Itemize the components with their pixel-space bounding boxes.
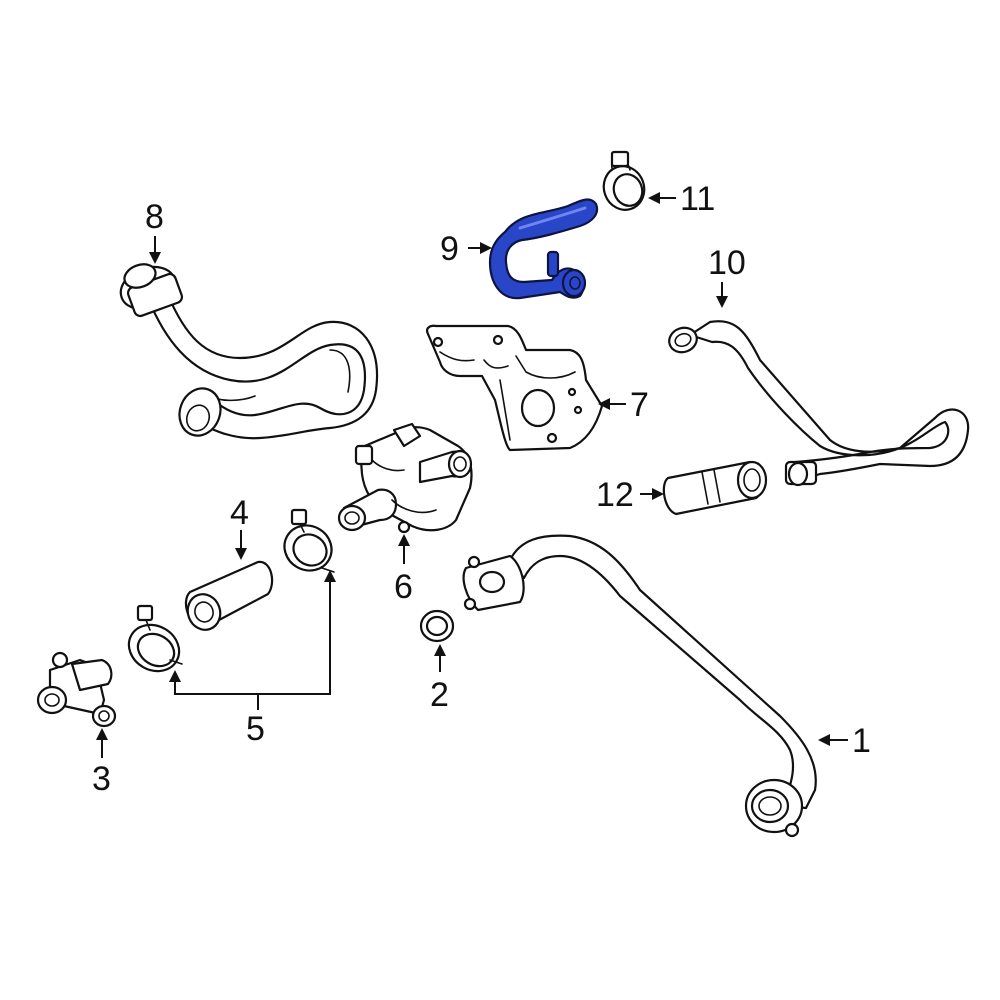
leader-2: [434, 644, 446, 672]
leader-5: [169, 570, 336, 710]
part-6-water-pump[interactable]: [337, 422, 473, 534]
part-10-coolant-pipe[interactable]: [666, 320, 970, 487]
leader-6: [398, 534, 410, 564]
part-5-clamp-b[interactable]: [276, 508, 340, 579]
part-5-clamp-a[interactable]: [120, 604, 187, 680]
callout-8: 8: [145, 198, 164, 236]
part-8-coolant-pipe[interactable]: [115, 260, 379, 442]
leader-12: [640, 488, 664, 500]
part-1-coolant-pipe[interactable]: [462, 534, 817, 838]
callout-5: 5: [246, 710, 265, 748]
callout-12: 12: [596, 476, 634, 514]
part-11-clamp[interactable]: [598, 150, 651, 216]
leader-3: [96, 728, 108, 758]
callout-1: 1: [852, 722, 871, 760]
part-2-o-ring[interactable]: [419, 609, 455, 643]
part-4-hose[interactable]: [183, 560, 274, 635]
callout-7: 7: [630, 386, 649, 424]
callout-9: 9: [440, 230, 459, 268]
leader-4: [235, 530, 247, 560]
callout-11: 11: [680, 180, 715, 218]
leader-11: [648, 192, 676, 204]
part-12-connector[interactable]: [662, 460, 768, 516]
leader-9: [468, 242, 492, 254]
callout-2: 2: [430, 676, 449, 714]
callout-3: 3: [92, 760, 111, 798]
leader-1: [818, 734, 848, 746]
leader-8: [149, 236, 161, 264]
part-9-hose[interactable]: [488, 198, 599, 300]
part-3-t-connector[interactable]: [36, 651, 117, 728]
callout-6: 6: [394, 568, 413, 606]
part-7-bracket[interactable]: [426, 324, 604, 452]
callout-10: 10: [708, 244, 746, 282]
leader-7: [598, 398, 626, 410]
callout-4: 4: [230, 494, 249, 532]
leader-10: [716, 282, 728, 308]
